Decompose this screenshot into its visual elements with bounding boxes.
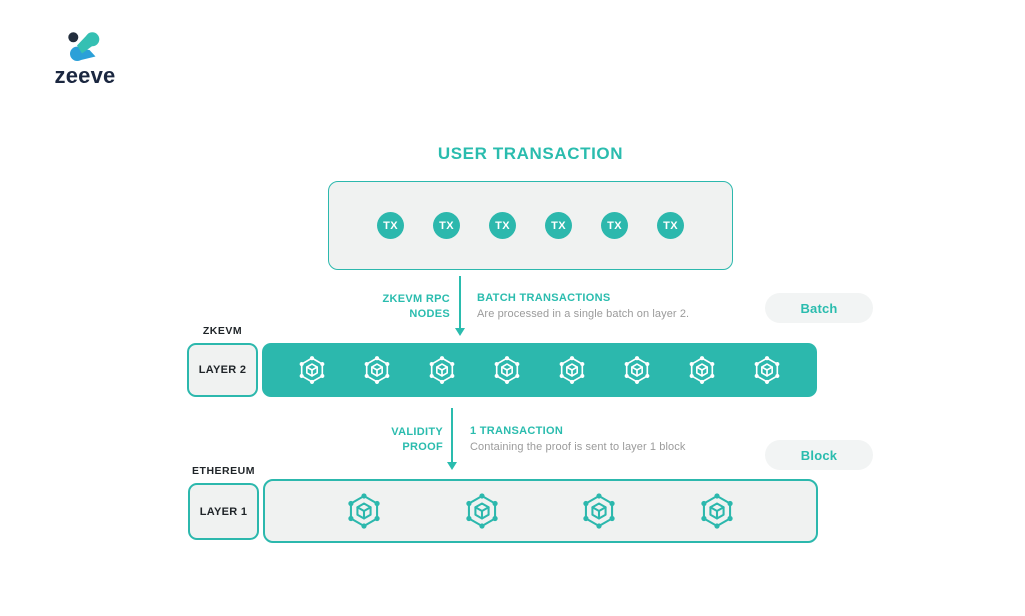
block-icon — [622, 355, 652, 385]
block-icon — [362, 355, 392, 385]
logo-dark-dot — [68, 32, 79, 43]
block-icon — [580, 492, 618, 530]
tx-icon: TX — [657, 212, 684, 239]
user-transactions-box: TX TX TX TX TX TX — [328, 181, 733, 270]
layer2-box-label: LAYER 2 — [198, 364, 247, 376]
block-icon — [297, 355, 327, 385]
step2-heading: 1 TRANSACTION — [470, 425, 564, 437]
down-arrow-icon — [459, 276, 461, 328]
block-icon — [752, 355, 782, 385]
layer2-box: LAYER 2 — [187, 343, 258, 397]
step1-left-label: ZKEVM RPC NODES — [320, 292, 450, 322]
block-pill: Block — [765, 440, 873, 470]
step2-description: Containing the proof is sent to layer 1 … — [470, 441, 686, 453]
zeeve-wordmark: zeeve — [54, 63, 116, 88]
tx-icon: TX — [489, 212, 516, 239]
step1-left-line2: NODES — [409, 308, 450, 320]
logo-teal-shape — [77, 32, 100, 54]
step2-left-line2: PROOF — [402, 441, 443, 453]
zeeve-logo-icon — [68, 32, 100, 61]
tx-icon: TX — [377, 212, 404, 239]
block-icon — [345, 492, 383, 530]
step2-left-label: VALIDITY PROOF — [313, 425, 443, 455]
tx-icon: TX — [545, 212, 572, 239]
zeeve-logo: zeeve — [52, 30, 118, 89]
step2-left-line1: VALIDITY — [391, 426, 443, 438]
layer2-batch-bar — [262, 343, 817, 397]
block-pill-label: Block — [800, 447, 838, 463]
step1-description: Are processed in a single batch on layer… — [477, 308, 690, 320]
batch-pill: Batch — [765, 293, 873, 323]
step1-annotation: BATCH TRANSACTIONS Are processed in a si… — [477, 292, 689, 321]
zkevm-group-label: ZKEVM — [202, 325, 243, 337]
block-icon — [557, 355, 587, 385]
block-icon — [698, 492, 736, 530]
down-arrow-icon — [451, 408, 453, 462]
block-icon — [427, 355, 457, 385]
layer1-box-label: LAYER 1 — [199, 505, 248, 518]
block-icon — [463, 492, 501, 530]
ethereum-group-label: ETHEREUM — [192, 465, 255, 477]
batch-pill-label: Batch — [800, 300, 838, 316]
layer1-box: LAYER 1 — [188, 483, 259, 540]
tx-icon: TX — [601, 212, 628, 239]
step2-annotation: 1 TRANSACTION Containing the proof is se… — [470, 425, 685, 454]
block-icon — [492, 355, 522, 385]
tx-row: TX TX TX TX TX TX — [377, 212, 684, 239]
tx-icon: TX — [433, 212, 460, 239]
block-icon — [687, 355, 717, 385]
step1-left-line1: ZKEVM RPC — [382, 293, 450, 305]
layer1-block-bar — [263, 479, 818, 543]
step1-heading: BATCH TRANSACTIONS — [477, 292, 611, 304]
page-title: USER TRANSACTION — [437, 144, 624, 163]
